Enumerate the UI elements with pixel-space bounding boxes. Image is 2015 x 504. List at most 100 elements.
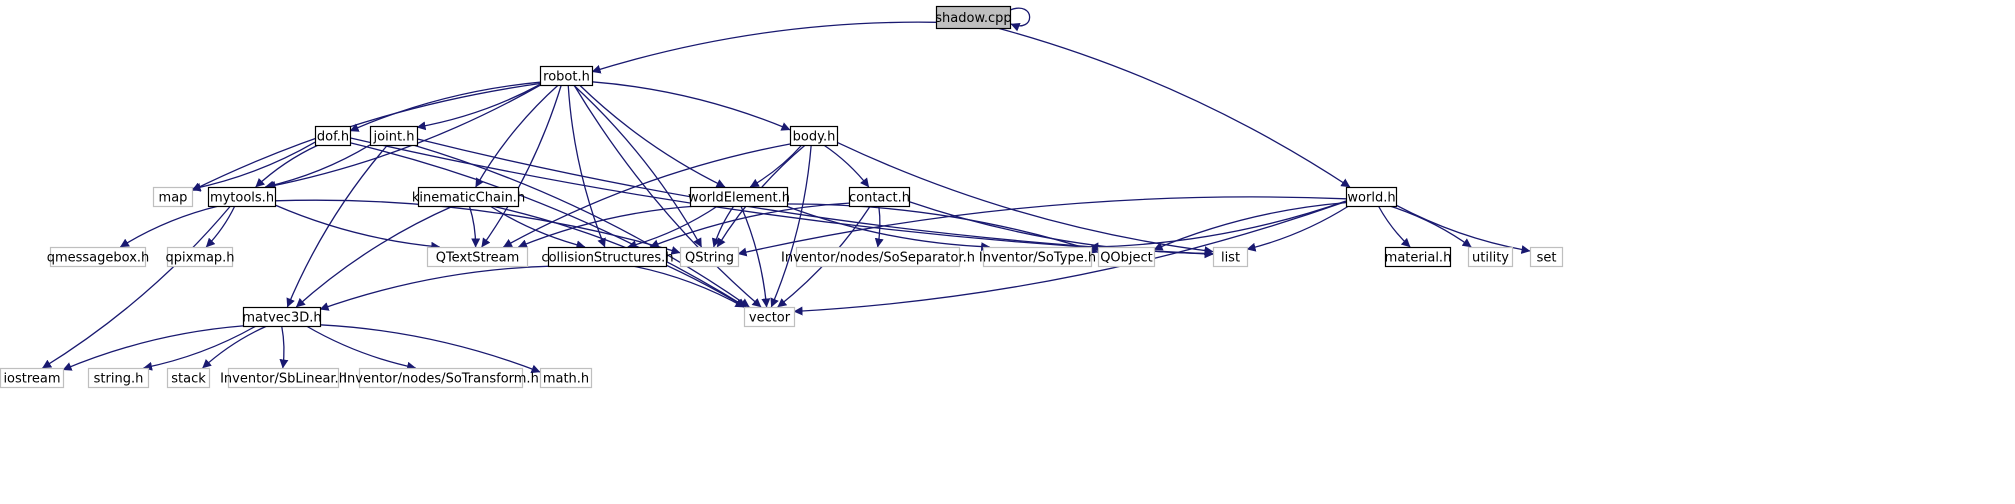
node-box bbox=[539, 367, 593, 389]
node-box bbox=[795, 246, 961, 268]
node-qpixmap: qpixmap.h bbox=[165, 246, 235, 268]
node-box bbox=[982, 246, 1093, 268]
node-label: Inventor/nodes/SoTransform.h bbox=[343, 372, 539, 387]
node-label: mytools.h bbox=[210, 191, 274, 206]
node-world[interactable]: world.h bbox=[1345, 186, 1398, 208]
node-label: map bbox=[159, 191, 188, 206]
edge-collision-to-vector bbox=[632, 265, 745, 308]
node-robot[interactable]: robot.h bbox=[539, 65, 594, 87]
node-label: world.h bbox=[1347, 191, 1395, 206]
node-soseparator: Inventor/nodes/SoSeparator.h bbox=[781, 246, 975, 268]
node-body[interactable]: body.h bbox=[789, 125, 839, 147]
node-label: set bbox=[1537, 251, 1557, 266]
node-mytools[interactable]: mytools.h bbox=[207, 186, 277, 208]
node-label: robot.h bbox=[543, 70, 590, 85]
node-label: qmessagebox.h bbox=[47, 251, 150, 266]
edge-robot-to-joint bbox=[416, 83, 541, 131]
node-list: list bbox=[1212, 246, 1249, 268]
edge-dof-to-map bbox=[191, 141, 316, 192]
node-qtextstream: QTextStream bbox=[426, 246, 529, 268]
node-dof[interactable]: dof.h bbox=[314, 125, 352, 147]
node-label: vector bbox=[749, 311, 791, 326]
edge-robot-to-vector bbox=[573, 84, 762, 308]
node-label: list bbox=[1221, 251, 1240, 266]
node-qobject: QObject bbox=[1097, 246, 1156, 268]
edge-dof-to-mytools bbox=[255, 144, 319, 188]
node-shadow[interactable]: shadow.cpp bbox=[935, 5, 1012, 30]
edge-world-to-material bbox=[1377, 205, 1411, 248]
node-box bbox=[358, 367, 524, 389]
edge-robot-to-qstring bbox=[573, 84, 703, 248]
edge-robot-to-body bbox=[591, 81, 791, 131]
node-label: qpixmap.h bbox=[165, 251, 234, 266]
node-stack: stack bbox=[166, 367, 211, 389]
node-label: QObject bbox=[1100, 251, 1153, 266]
edge-contact-to-collision bbox=[649, 202, 850, 249]
edge-joint-to-vector bbox=[413, 144, 750, 308]
node-box bbox=[789, 125, 839, 147]
edge-mytools-to-qmessagebox bbox=[119, 205, 219, 248]
edge-kinematic-to-matvec bbox=[295, 205, 454, 308]
node-joint[interactable]: joint.h bbox=[369, 125, 419, 147]
edge-world-to-list bbox=[1246, 205, 1350, 252]
edge-shadow-to-robot bbox=[591, 21, 937, 74]
node-box bbox=[227, 367, 340, 389]
edge-matvec-to-stack bbox=[202, 325, 268, 369]
node-utility: utility bbox=[1467, 246, 1514, 268]
node-qstring: QString bbox=[679, 246, 740, 268]
edge-mytools-to-qtextstream bbox=[274, 204, 441, 251]
node-label: utility bbox=[1472, 251, 1509, 266]
node-label: iostream bbox=[3, 372, 60, 387]
edge-robot-to-collision bbox=[567, 84, 606, 248]
node-qmessagebox: qmessagebox.h bbox=[47, 246, 150, 268]
node-vector: vector bbox=[743, 306, 796, 328]
node-box bbox=[539, 65, 594, 87]
edge-world-to-qstring bbox=[737, 196, 1347, 257]
node-label: body.h bbox=[793, 130, 836, 145]
node-box bbox=[314, 125, 352, 147]
node-label: collisionStructures.h bbox=[541, 251, 673, 266]
node-box bbox=[369, 125, 419, 147]
edge-world-to-qobject bbox=[1153, 201, 1347, 251]
edge-robot-to-worldelement bbox=[579, 84, 726, 188]
dependency-edges bbox=[42, 7, 1531, 374]
node-label: string.h bbox=[94, 372, 144, 387]
node-contact[interactable]: contact.h bbox=[848, 186, 911, 208]
edge-worldelement-to-qtextstream bbox=[517, 205, 698, 248]
node-mathh: math.h bbox=[539, 367, 593, 389]
edge-worldelement-to-sotype bbox=[785, 205, 991, 252]
edge-mytools-to-qpixmap bbox=[205, 205, 236, 248]
node-box bbox=[87, 367, 150, 389]
node-label: Inventor/nodes/SoSeparator.h bbox=[781, 251, 975, 266]
edge-collision-to-matvec bbox=[319, 265, 556, 311]
node-worldelement[interactable]: worldElement.h bbox=[688, 186, 790, 208]
node-label: Inventor/SbLinear.h bbox=[220, 372, 347, 387]
node-box bbox=[848, 186, 911, 208]
node-box bbox=[743, 306, 796, 328]
edge-robot-to-map bbox=[191, 82, 541, 192]
edge-body-to-vector bbox=[770, 144, 812, 308]
node-label: stack bbox=[171, 372, 206, 387]
node-label: matvec3D.h bbox=[242, 311, 321, 326]
edge-robot-to-dof bbox=[349, 81, 541, 132]
node-kinematic[interactable]: kinematicChain.h bbox=[412, 186, 525, 208]
node-box bbox=[1097, 246, 1156, 268]
node-box bbox=[679, 246, 740, 268]
node-material[interactable]: material.h bbox=[1384, 246, 1452, 268]
node-label: shadow.cpp bbox=[935, 11, 1011, 26]
edge-matvec-to-mathh bbox=[319, 324, 541, 374]
edge-kinematic-to-qtextstream bbox=[468, 205, 481, 248]
node-sblinear: Inventor/SbLinear.h bbox=[220, 367, 347, 389]
edge-body-to-worldelement bbox=[749, 144, 803, 188]
node-collision[interactable]: collisionStructures.h bbox=[541, 246, 674, 268]
node-set: set bbox=[1529, 246, 1564, 268]
node-box bbox=[49, 246, 147, 268]
node-box bbox=[166, 367, 211, 389]
node-box bbox=[1345, 186, 1398, 208]
node-label: QString bbox=[685, 251, 734, 266]
node-box bbox=[0, 367, 65, 389]
node-matvec[interactable]: matvec3D.h bbox=[242, 306, 322, 328]
node-box bbox=[417, 186, 520, 208]
node-box bbox=[1384, 246, 1452, 268]
